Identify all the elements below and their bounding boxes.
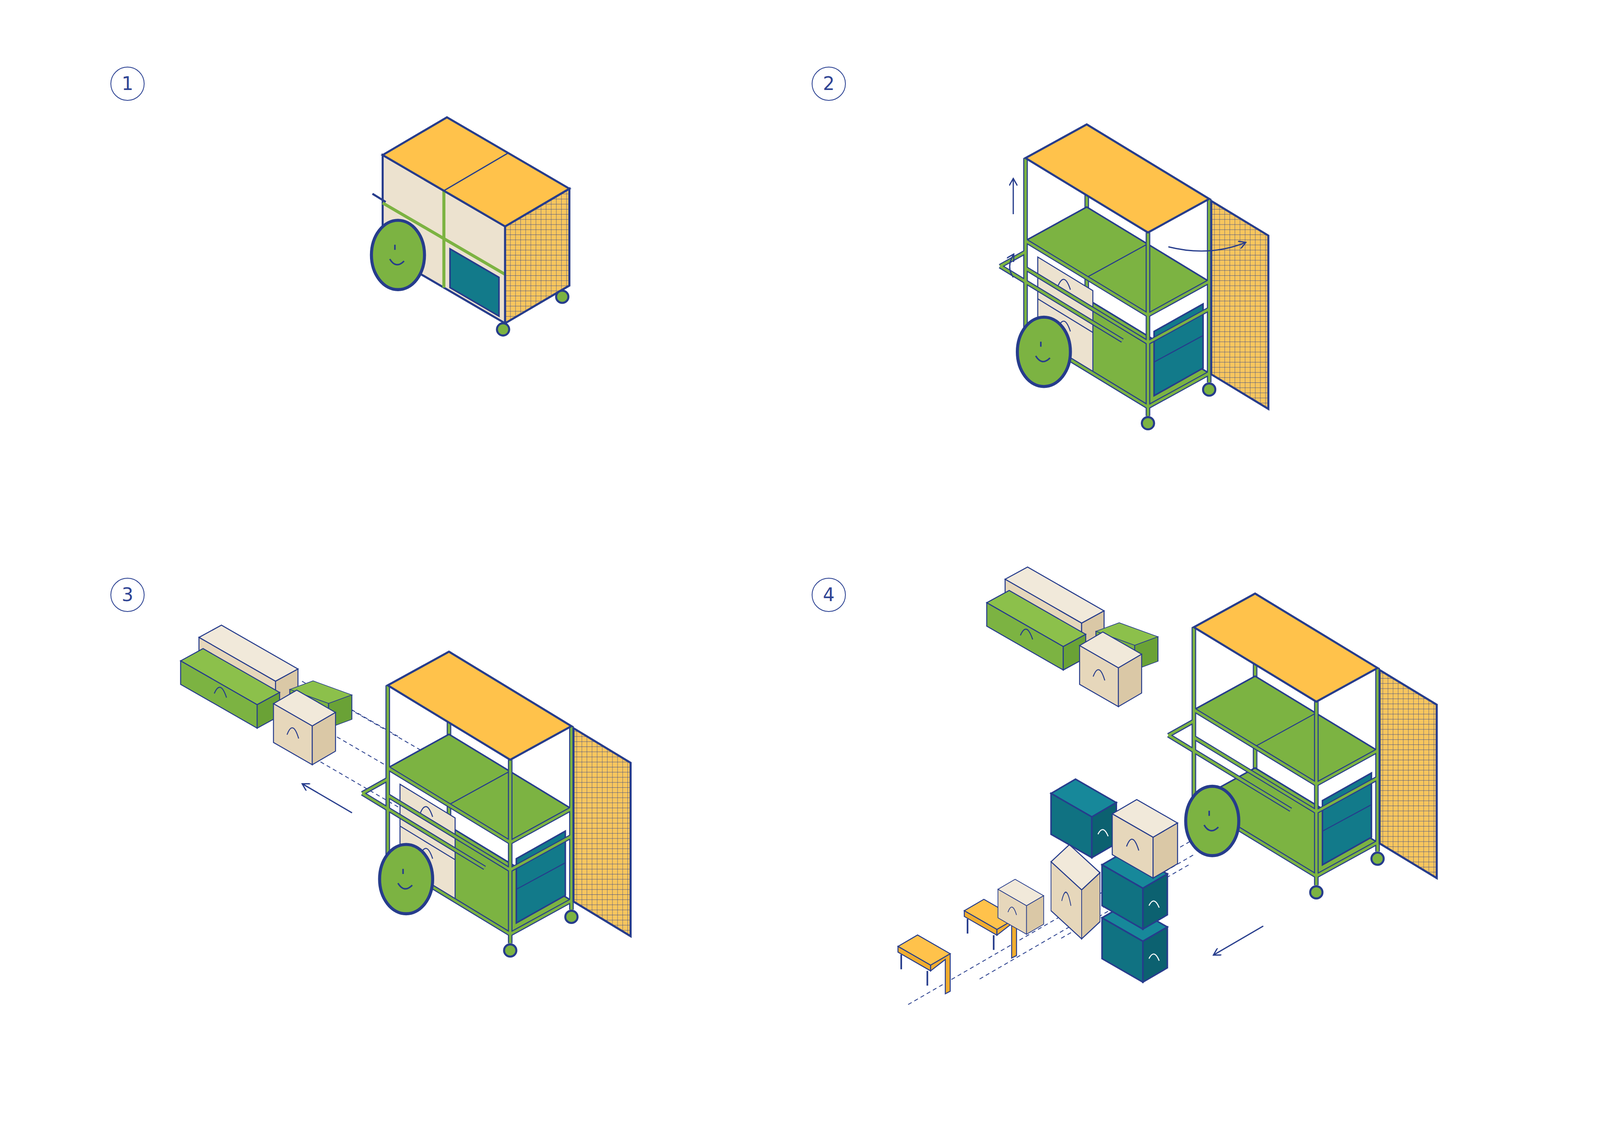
callout-number: 1 [121,74,134,93]
callout-circle: 1 [110,66,145,101]
callout-circle: 4 [811,577,846,613]
callout-number: 3 [121,585,134,605]
callout-circle: 2 [811,66,846,101]
callout-number: 4 [822,585,835,605]
callout-number: 2 [822,74,835,93]
callout-circle: 3 [110,577,145,613]
